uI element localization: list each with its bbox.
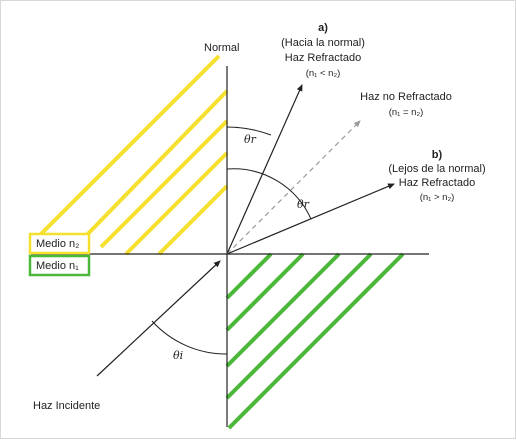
ray-a-tag: a) bbox=[318, 22, 328, 34]
medium-top-box bbox=[28, 232, 91, 255]
refracted-ray-a bbox=[226, 84, 303, 255]
angle-arc-r-b bbox=[226, 168, 312, 220]
angle-arc-i bbox=[151, 320, 228, 355]
ray-a-condition: (n₁ < n₂) bbox=[306, 68, 341, 79]
non-refracted-ray bbox=[226, 120, 361, 255]
hatch-green-line bbox=[225, 252, 373, 400]
incident-label: Haz Incidente bbox=[33, 400, 100, 412]
medium-bottom-box bbox=[28, 254, 91, 277]
ray-a-line2: Haz Refractado bbox=[285, 52, 361, 64]
normal-label: Normal bbox=[204, 42, 239, 54]
medium-top-label: Medio n₂ bbox=[36, 238, 79, 250]
angle-label-r-a: θr bbox=[244, 133, 257, 146]
hatch-yellow-line bbox=[99, 119, 229, 249]
hatch-green-line bbox=[225, 252, 341, 368]
ray-b-condition: (n₁ > n₂) bbox=[420, 192, 455, 203]
hatch-yellow-line bbox=[77, 89, 229, 245]
hatch-green-line bbox=[225, 252, 305, 332]
incident-ray bbox=[96, 260, 221, 377]
hatch-green-line bbox=[225, 252, 273, 300]
ray-b-line2: Haz Refractado bbox=[399, 177, 475, 189]
angle-arc-r-a bbox=[226, 126, 272, 136]
medium-top-hatching bbox=[29, 54, 229, 256]
ray-a-line1: (Hacia la normal) bbox=[281, 37, 365, 49]
ray-b-line1: (Lejos de la normal) bbox=[388, 163, 485, 175]
non-refracted-condition: (n₁ = n₂) bbox=[389, 107, 424, 118]
medium-bottom-label: Medio n₁ bbox=[36, 260, 79, 272]
hatch-yellow-line bbox=[157, 184, 229, 256]
hatch-yellow-line bbox=[124, 151, 229, 256]
angle-label-r-b: θr bbox=[297, 198, 310, 211]
medium-bottom-hatching bbox=[225, 252, 405, 430]
hatch-yellow-line bbox=[29, 54, 221, 246]
hatch-green-line bbox=[227, 252, 405, 430]
angle-label-i: θi bbox=[173, 349, 183, 362]
ray-b-tag: b) bbox=[432, 149, 443, 161]
non-refracted-line1: Haz no Refractado bbox=[360, 91, 452, 103]
